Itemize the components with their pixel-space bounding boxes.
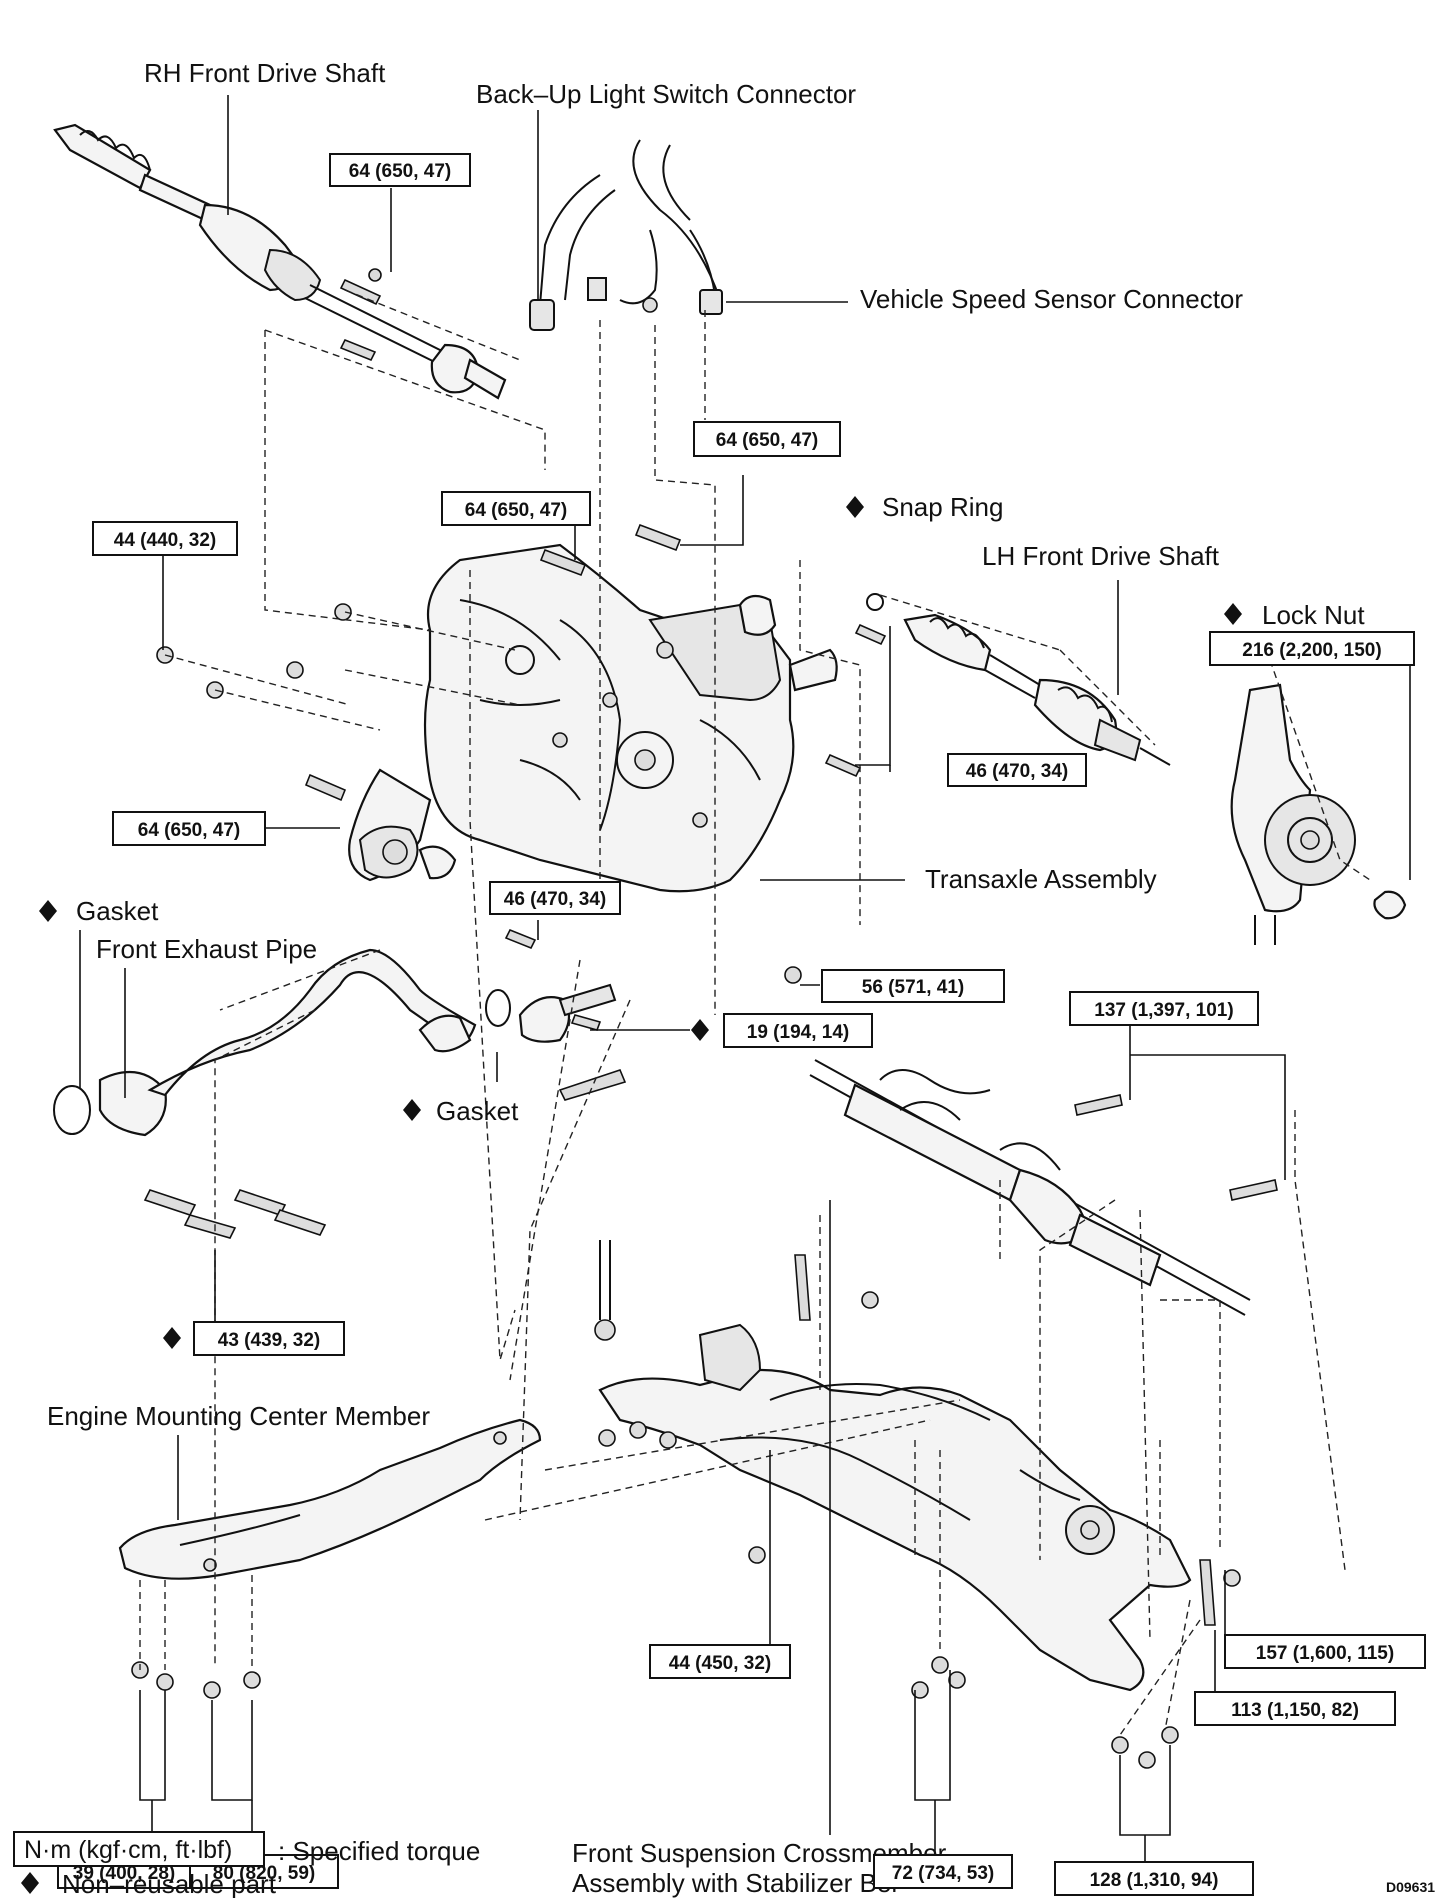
- torque-box-t10: 19 (194, 14): [691, 1013, 873, 1048]
- svg-text:43 (439, 32): 43 (439, 32): [218, 1330, 320, 1351]
- torque-box-t5: 216 (2,200, 150): [1209, 631, 1415, 666]
- label-gasket-left: Gasket: [76, 896, 159, 926]
- nonreusable-diamond-icon: [691, 1019, 709, 1041]
- svg-text:137 (1,397, 101): 137 (1,397, 101): [1094, 1000, 1233, 1021]
- part-labels: RH Front Drive Shaft Back–Up Light Switc…: [39, 58, 1365, 1898]
- svg-text:157 (1,600, 115): 157 (1,600, 115): [1256, 1643, 1394, 1664]
- nonreusable-diamond-icon: [1224, 603, 1242, 625]
- label-lh-front-drive-shaft: LH Front Drive Shaft: [982, 541, 1220, 571]
- torque-box-t12: 43 (439, 32): [163, 1321, 345, 1356]
- svg-text:64 (650, 47): 64 (650, 47): [138, 820, 240, 841]
- svg-text:39 (400, 28): 39 (400, 28): [73, 1863, 175, 1884]
- gasket-left-label-group: Gasket: [39, 896, 159, 926]
- torque-box-t2: 64 (650, 47): [693, 421, 841, 457]
- legend: N·m (kgf·cm, ft·lbf) : Specified torque …: [13, 1831, 480, 1898]
- front-exhaust-pipe-drawing: [53, 948, 511, 1239]
- label-gasket-center: Gasket: [436, 1096, 519, 1126]
- label-lock-nut: Lock Nut: [1262, 600, 1365, 630]
- svg-text:44 (450, 32): 44 (450, 32): [669, 1653, 771, 1674]
- alignment-lines: [139, 289, 1371, 1736]
- label-rh-front-drive-shaft: RH Front Drive Shaft: [144, 58, 386, 88]
- nonreusable-diamond-icon: [163, 1327, 181, 1349]
- legend-unit-description: : Specified torque: [278, 1836, 480, 1866]
- svg-text:44 (440, 32): 44 (440, 32): [114, 530, 216, 551]
- svg-text:80 (820, 59): 80 (820, 59): [213, 1863, 315, 1884]
- label-snap-ring: Snap Ring: [882, 492, 1003, 522]
- label-transaxle-assembly: Transaxle Assembly: [925, 864, 1157, 894]
- torque-box-t18: 72 (734, 53): [873, 1854, 1013, 1889]
- torque-box-t9: 56 (571, 41): [821, 969, 1005, 1003]
- label-crossmember-line2: Assembly with Stabilizer Ber: [572, 1868, 900, 1898]
- gasket-center-label-group: Gasket: [403, 1096, 519, 1126]
- rh-drive-shaft-drawing: [53, 123, 507, 400]
- label-vehicle-speed-sensor-connector: Vehicle Speed Sensor Connector: [860, 284, 1243, 314]
- torque-specs: 64 (650, 47) 64 (650, 47) 64 (650, 47) 4…: [57, 153, 1426, 1896]
- transaxle-assembly-drawing: [348, 543, 838, 893]
- torque-box-t6: 46 (470, 34): [947, 753, 1087, 787]
- legend-unit-box: [13, 1831, 265, 1867]
- torque-box-t1: 64 (650, 47): [329, 153, 471, 187]
- torque-box-t8: 46 (470, 34): [489, 881, 621, 915]
- svg-text:64 (650, 47): 64 (650, 47): [349, 161, 451, 182]
- torque-box-t19: 128 (1,310, 94): [1054, 1861, 1254, 1896]
- figure-code: D09631: [1386, 1879, 1435, 1895]
- svg-text:72 (734, 53): 72 (734, 53): [892, 1863, 994, 1884]
- leader-lines: [79, 95, 1411, 1895]
- legend-unit-text: N·m (kgf·cm, ft·lbf): [24, 1836, 232, 1864]
- torque-box-t11: 137 (1,397, 101): [1069, 991, 1259, 1026]
- crossmember-drawing: [594, 1240, 1192, 1692]
- lh-drive-shaft-drawing: [866, 593, 1171, 766]
- fasteners-drawing: [131, 268, 1278, 1769]
- label-engine-mounting-center-member: Engine Mounting Center Member: [47, 1401, 430, 1431]
- engine-mount-member-drawing: [118, 1418, 542, 1580]
- label-front-exhaust-pipe: Front Exhaust Pipe: [96, 934, 317, 964]
- svg-text:128 (1,310, 94): 128 (1,310, 94): [1090, 1870, 1219, 1891]
- nonreusable-diamond-icon: [846, 496, 864, 518]
- torque-box-t3: 64 (650, 47): [441, 491, 591, 526]
- svg-text:216 (2,200, 150): 216 (2,200, 150): [1242, 640, 1381, 661]
- label-backup-light-switch-connector: Back–Up Light Switch Connector: [476, 79, 856, 109]
- torque-box-t14: 157 (1,600, 115): [1224, 1634, 1426, 1669]
- exhaust-flange-drawing: [518, 983, 627, 1101]
- svg-text:113 (1,150, 82): 113 (1,150, 82): [1231, 1700, 1359, 1721]
- torque-box-t4: 44 (440, 32): [92, 521, 238, 556]
- torque-box-t7: 64 (650, 47): [112, 811, 266, 846]
- snap-ring-label-group: Snap Ring: [846, 492, 1003, 522]
- torque-box-t15: 113 (1,150, 82): [1194, 1691, 1396, 1726]
- svg-text:64 (650, 47): 64 (650, 47): [465, 500, 567, 521]
- lock-nut-label-group: Lock Nut: [1224, 600, 1365, 630]
- torque-box-t13: 44 (450, 32): [649, 1644, 791, 1679]
- svg-text:46 (470, 34): 46 (470, 34): [966, 761, 1068, 782]
- steering-knuckle-drawing: [1230, 683, 1407, 945]
- legend-nonreusable-text: Non–reusable part: [62, 1869, 277, 1898]
- nonreusable-diamond-icon: [21, 1872, 39, 1894]
- wiring-harness-drawing: [529, 139, 723, 331]
- nonreusable-diamond-icon: [403, 1099, 421, 1121]
- steering-gear-drawing: [809, 1059, 1251, 1316]
- svg-text:56 (571, 41): 56 (571, 41): [862, 977, 964, 998]
- svg-text:46 (470, 34): 46 (470, 34): [504, 889, 606, 910]
- svg-text:19 (194, 14): 19 (194, 14): [747, 1022, 849, 1043]
- nonreusable-diamond-icon: [39, 900, 57, 922]
- svg-text:64 (650, 47): 64 (650, 47): [716, 430, 818, 451]
